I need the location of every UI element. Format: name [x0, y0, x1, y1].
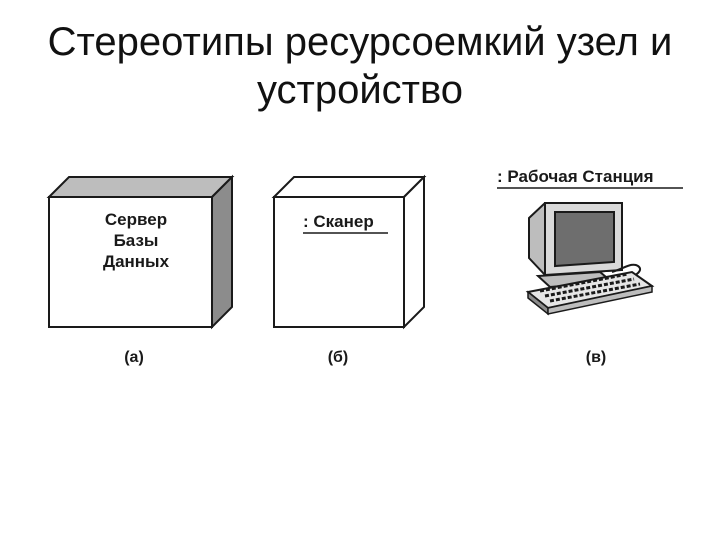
node-scanner: : Сканер: [271, 174, 427, 330]
keyboard-front-face-icon: [547, 285, 653, 315]
title-line-1: Стереотипы ресурсоемкий узел и: [47, 20, 673, 64]
keyboard-keys-row-1-icon: [539, 272, 629, 293]
node-a-side-face: [211, 174, 233, 330]
slide-title: Стереотипы ресурсоемкий узел и устройств…: [0, 18, 720, 114]
keyboard-keys-row-2-icon: [544, 277, 635, 298]
node-b-top-face: [271, 176, 427, 198]
workstation-computer-icon: [525, 202, 655, 316]
node-a-top-face: [46, 176, 235, 198]
node-a-label-line-2: Базы: [114, 231, 159, 250]
node-a-label-line-3: Данных: [103, 252, 170, 271]
caption-c: (в): [586, 349, 607, 366]
caption-b: (б): [328, 349, 349, 366]
caption-a: (а): [124, 349, 144, 366]
node-c-label: : Рабочая Станция: [497, 167, 654, 186]
node-database-server: Сервер Базы Данных: [46, 174, 235, 330]
monitor-screen-icon: [554, 211, 615, 268]
node-b-front-face: [273, 196, 405, 328]
node-a-label-line-1: Сервер: [105, 210, 167, 229]
node-a-front-face: [48, 196, 213, 328]
keyboard-keys-row-3-icon: [549, 282, 641, 303]
node-b-label: : Сканер: [303, 212, 374, 231]
title-line-2: устройство: [256, 68, 464, 112]
node-b-side-face: [403, 174, 425, 330]
